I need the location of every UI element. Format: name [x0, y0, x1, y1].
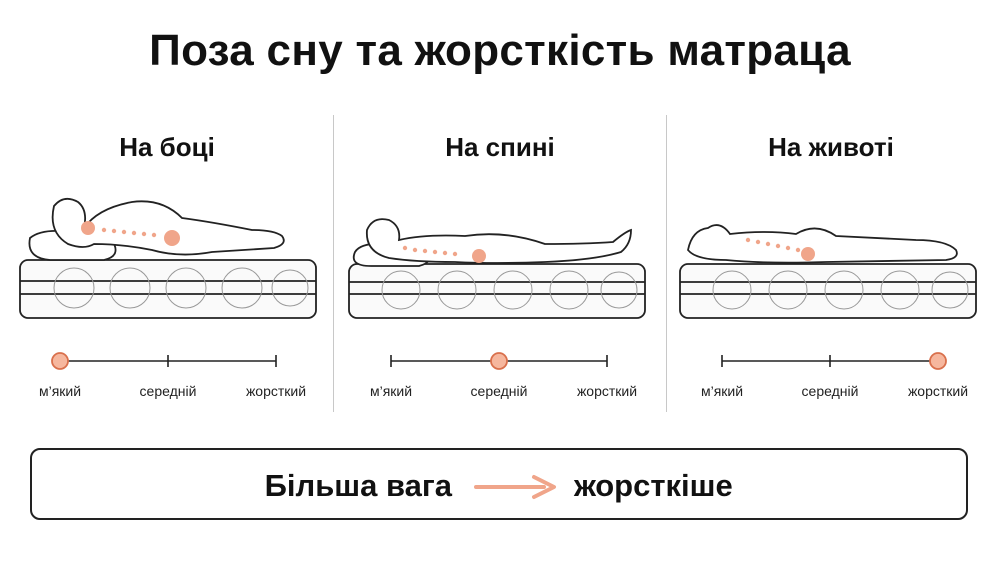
heavier-weight-label: Більша вага — [264, 468, 452, 503]
scale-label-soft: м’який — [700, 383, 744, 399]
mattress — [19, 259, 317, 319]
panel-title-stomach: На животі — [768, 132, 894, 162]
spine-dots — [81, 221, 180, 246]
body-back — [366, 218, 632, 264]
panel-title-side: На боці — [119, 132, 215, 162]
spine-dots — [402, 245, 486, 263]
scale-label-soft: м’який — [38, 383, 82, 399]
scale-label-firm: жорсткий — [576, 383, 638, 399]
mattress — [679, 263, 977, 319]
side-sleeper-illustration — [19, 197, 317, 370]
panel-back: На спині м’я — [345, 110, 655, 410]
scale-label-medium: середній — [139, 383, 197, 399]
panel-stomach: На животі м’який середній — [676, 110, 986, 410]
scale-label-medium: середній — [470, 383, 528, 399]
stomach-sleeper-illustration — [679, 224, 977, 370]
scale-label-firm: жорсткий — [245, 383, 307, 399]
body-stomach — [687, 224, 958, 264]
weight-firmness-box: Більша вага жорсткіше — [30, 448, 968, 520]
spine-dots — [745, 237, 815, 261]
back-sleeper-illustration — [348, 218, 646, 370]
panel-divider — [333, 115, 334, 412]
firmness-marker — [490, 352, 508, 370]
firmness-marker — [51, 352, 69, 370]
panel-side: На боці — [12, 110, 322, 410]
firmer-label: жорсткіше — [574, 468, 733, 503]
page-title: Поза сну та жорсткість матраца — [149, 26, 851, 75]
firmness-marker — [929, 352, 947, 370]
panel-divider — [666, 115, 667, 412]
scale-label-firm: жорсткий — [907, 383, 969, 399]
firmness-scale — [59, 355, 277, 367]
panel-title-back: На спині — [445, 132, 555, 162]
scale-label-soft: м’який — [369, 383, 413, 399]
firmness-scale — [721, 355, 939, 367]
arrow-right-icon — [474, 475, 556, 499]
mattress — [348, 263, 646, 319]
scale-label-medium: середній — [801, 383, 859, 399]
